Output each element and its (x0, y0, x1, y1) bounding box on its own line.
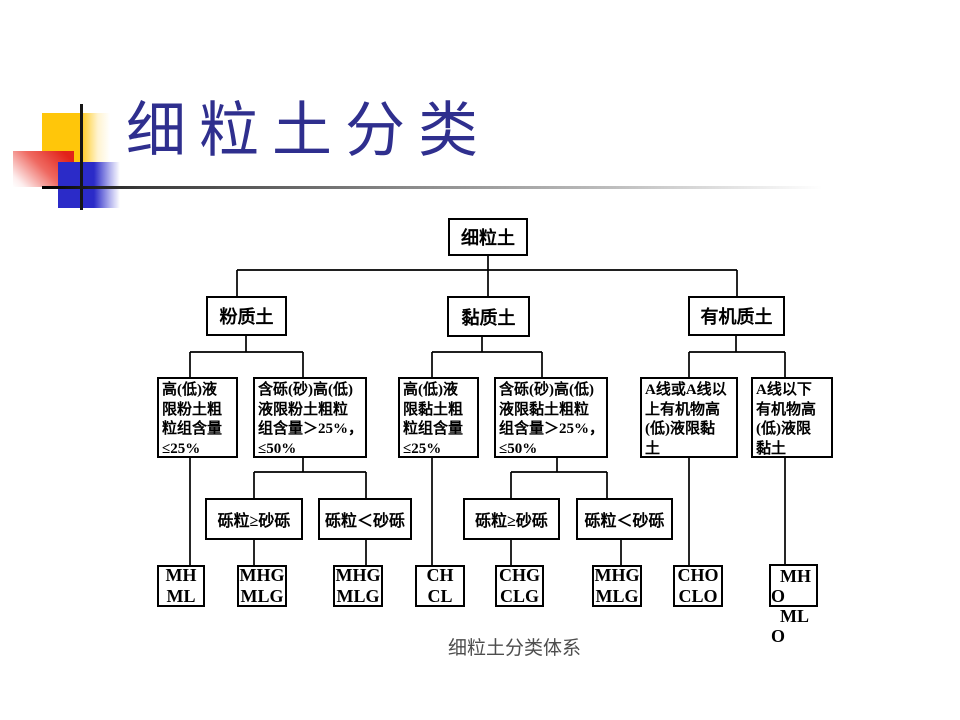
leaf-cho-clo: CHO CLO (673, 565, 723, 607)
title-divider-line (42, 186, 855, 189)
node-root-fine-grained-soil: 细粒土 (448, 218, 528, 256)
node-gravelly-silt-gt25-le50: 含砾(砂)高(低) 液限粉土粗粒 组含量＞25%， ≤50% (253, 377, 367, 458)
node-gravel-ge-sand-2: 砾粒≥砂砾 (463, 498, 560, 540)
node-organic-on-above-a-line: A线或A线以 上有机物高 (低)液限黏 土 (640, 377, 738, 458)
node-silt-coarse-le25: 高(低)液 限粉土粗 粒组含量 ≤25% (157, 377, 238, 458)
node-clay-coarse-le25: 高(低)液 限黏土粗 粒组含量 ≤25% (398, 377, 479, 458)
leaf-ch-cl: CH CL (415, 565, 465, 607)
leaf-chg-clg: CHG CLG (495, 565, 544, 607)
leaf-mhg-mlg-1: MHG MLG (237, 565, 287, 607)
leaf-mhg-mlg-2: MHG MLG (333, 565, 383, 607)
node-gravel-ge-sand-1: 砾粒≥砂砾 (205, 498, 303, 540)
leaf-mho-mlo: MH O ML O (769, 564, 818, 646)
node-gravel-lt-sand-2: 砾粒＜砂砾 (576, 498, 673, 540)
node-clayey-soil: 黏质土 (447, 296, 530, 337)
node-gravel-lt-sand-1: 砾粒＜砂砾 (318, 498, 412, 540)
slide-title: 细粒土分类 (126, 98, 491, 164)
diagram-caption: 细粒土分类体系 (448, 638, 582, 659)
node-gravelly-clay-gt25-le50: 含砾(砂)高(低) 液限黏土粗粒 组含量＞25%， ≤50% (494, 377, 608, 458)
leaf-mhg-mlg-3: MHG MLG (592, 565, 642, 607)
node-organic-soil: 有机质土 (688, 296, 785, 336)
leaf-mh-ml: MH ML (157, 565, 205, 607)
deco-vertical-line (80, 104, 83, 210)
node-silty-soil: 粉质土 (206, 296, 287, 336)
deco-blue-square (58, 162, 120, 208)
node-organic-below-a-line: A线以下 有机物高 (低)液限 黏土 (751, 377, 833, 458)
